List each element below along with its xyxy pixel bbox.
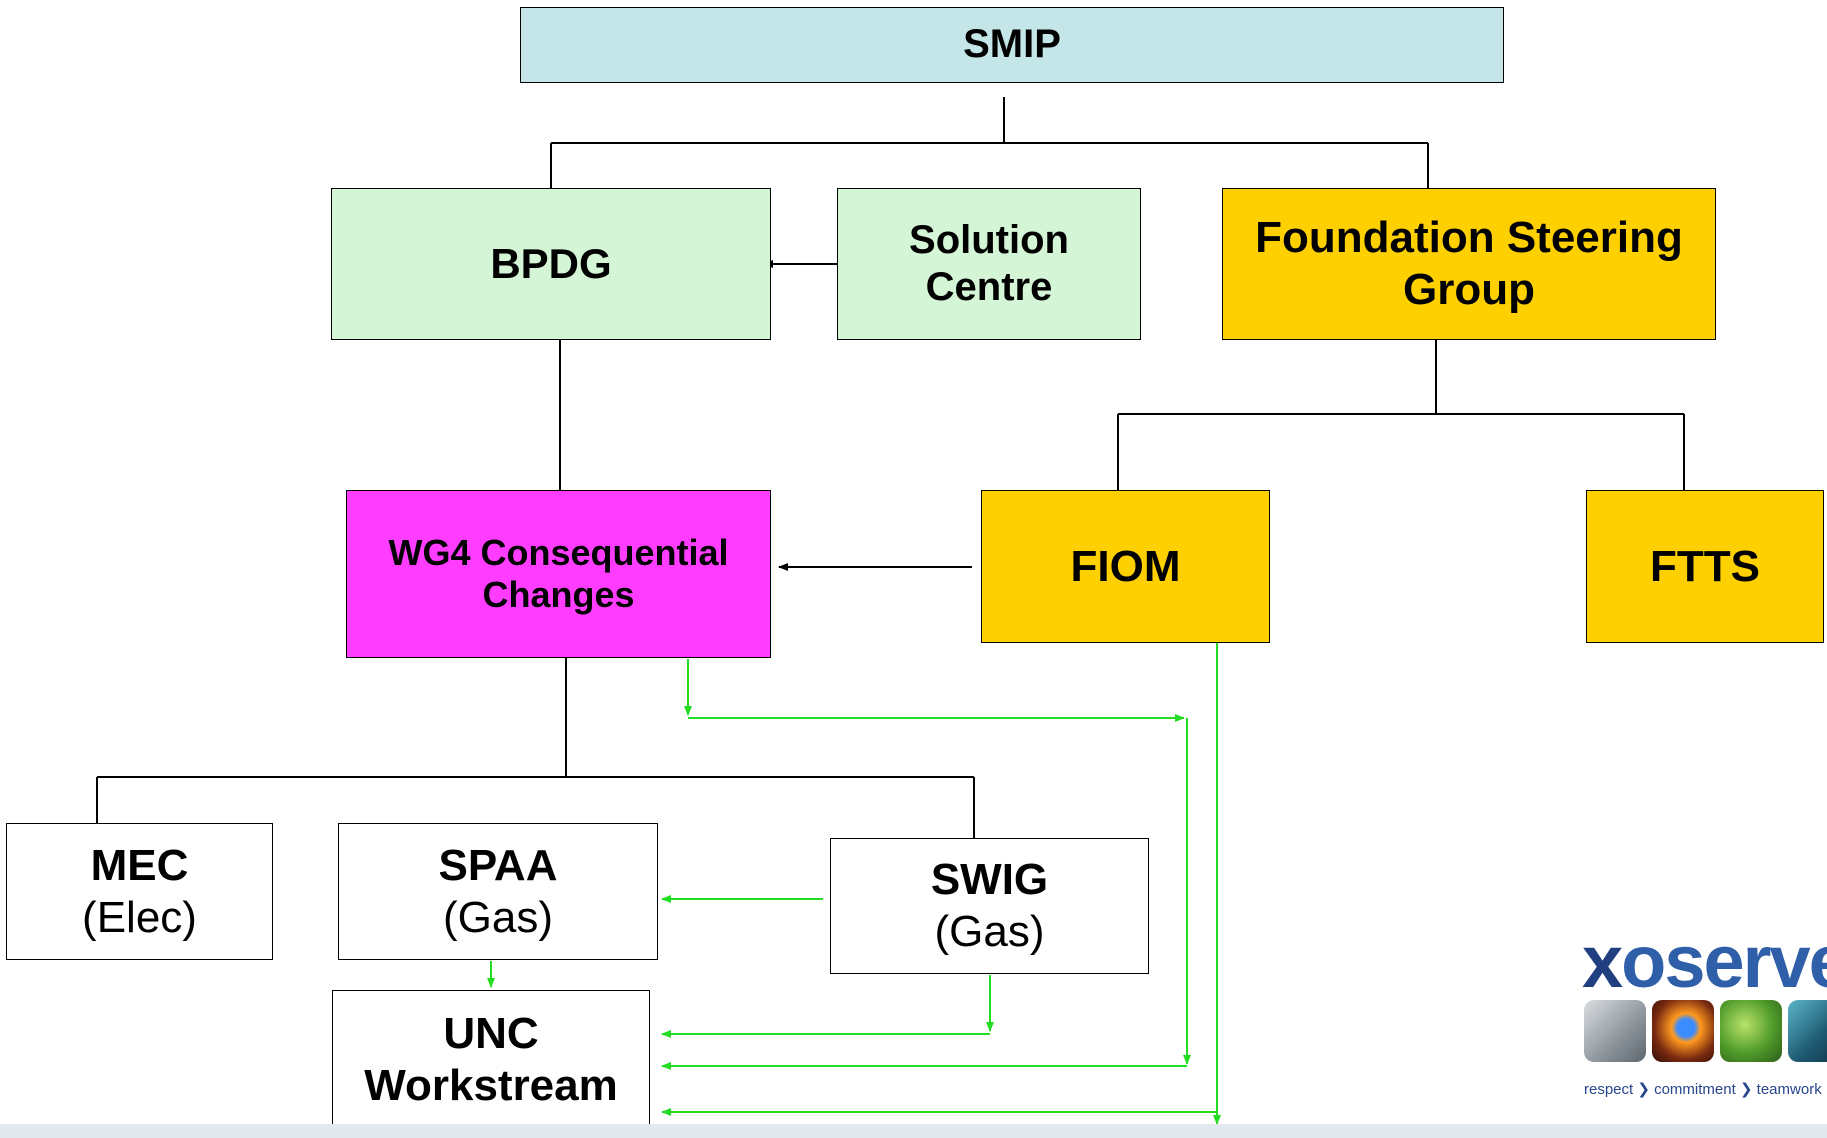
solution-centre-line1: Solution [909, 217, 1069, 262]
wg4-to-bottom-tier-line [96, 657, 975, 838]
fiom-box: FIOM [981, 490, 1270, 643]
smip-title: SMIP [963, 22, 1061, 67]
wg4-line1: WG4 Consequential [388, 531, 729, 573]
ftts-title: FTTS [1650, 541, 1760, 591]
circuit-image [1788, 1000, 1827, 1062]
mec-sub: (Elec) [82, 892, 197, 942]
foundation-line2: Group [1403, 265, 1535, 314]
leaf-image [1720, 1000, 1782, 1062]
fiom-title: FIOM [1070, 541, 1181, 591]
xoserve-logo: xoserve respect ❯ commitment ❯ teamwork [1580, 925, 1827, 1115]
mec-title: MEC [90, 840, 189, 890]
foundation-to-fiom-ftts-line [1117, 340, 1685, 490]
bpdg-box: BPDG [331, 188, 771, 340]
ftts-box: FTTS [1586, 490, 1824, 643]
meter-image [1584, 1000, 1646, 1062]
foundation-line1: Foundation Steering [1255, 213, 1683, 263]
logo-image-strip [1580, 1000, 1827, 1068]
smip-box: SMIP [520, 7, 1504, 83]
foundation-steering-group-box: Foundation Steering Group [1222, 188, 1716, 340]
logo-tagline: respect ❯ commitment ❯ teamwork [1584, 1081, 1822, 1098]
smip-to-tier2-line [550, 97, 1429, 188]
bpdg-title: BPDG [490, 240, 612, 288]
swig-title: SWIG [930, 855, 1049, 905]
spaa-sub: (Gas) [443, 892, 553, 942]
spaa-title: SPAA [438, 840, 558, 890]
swig-sub: (Gas) [934, 907, 1045, 956]
unc-workstream-box: UNC Workstream [332, 990, 650, 1130]
slide-bottom-band [0, 1124, 1827, 1138]
xoserve-wordmark: xoserve [1582, 925, 1827, 1003]
spaa-box: SPAA (Gas) [338, 823, 658, 960]
wg4-line2: Changes [482, 574, 635, 615]
swig-box: SWIG (Gas) [830, 838, 1149, 974]
unc-line2: Workstream [364, 1061, 618, 1110]
solution-centre-box: Solution Centre [837, 188, 1141, 340]
solution-centre-line2: Centre [925, 265, 1053, 309]
unc-line1: UNC [443, 1009, 539, 1059]
mec-box: MEC (Elec) [6, 823, 273, 960]
gas-flame-image [1652, 1000, 1714, 1062]
wg4-consequential-changes-box: WG4 Consequential Changes [346, 490, 771, 658]
